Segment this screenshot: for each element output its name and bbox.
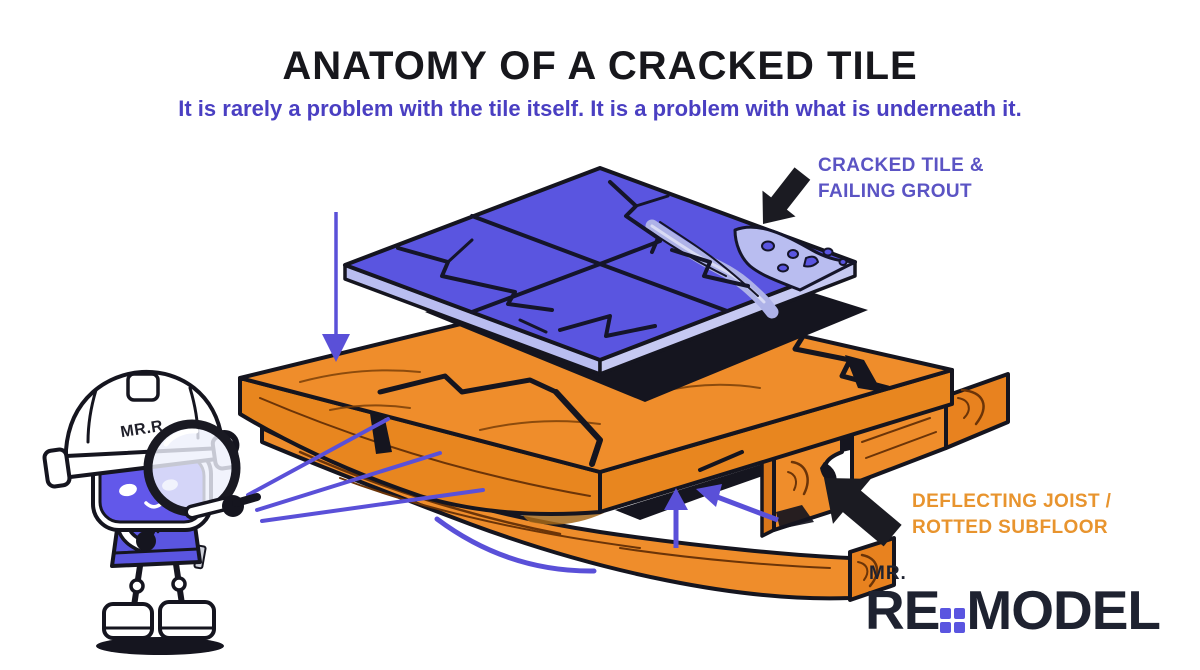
up-arrow-icon [664, 488, 688, 548]
down-arrow-icon [322, 212, 350, 362]
brand-logo: MR. RE MODEL [865, 563, 1161, 641]
window-grid-icon [939, 585, 966, 635]
ground-shadow [96, 637, 224, 655]
deflection-arc [434, 516, 597, 574]
joist-end-right [850, 372, 1010, 486]
callout-arrow-tile-icon [762, 167, 811, 224]
mascot [42, 369, 261, 655]
callout-cracked-tile-line1: CRACKED TILE & [818, 155, 985, 176]
callout-deflecting-joist-line2: ROTTED SUBFLOOR [912, 517, 1108, 538]
diagonal-arrow-icon [696, 484, 779, 523]
brand-logo-name: RE MODEL [865, 579, 1161, 641]
crumbled-corner [733, 225, 857, 292]
brand-logo-name-left: RE [865, 579, 940, 641]
page-title: ANATOMY OF A CRACKED TILE [282, 44, 918, 88]
tile-layer [343, 166, 857, 376]
pointer-lines [246, 417, 485, 523]
brand-logo-name-right: MODEL [966, 579, 1161, 641]
callout-deflecting-joist-line1: DEFLECTING JOIST / [912, 491, 1112, 512]
callout-arrow-joist-icon [824, 478, 902, 547]
page-subtitle: It is rarely a problem with the tile its… [178, 96, 1022, 121]
brand-logo-prefix: MR. [869, 563, 907, 584]
callout-cracked-tile-line2: FAILING GROUT [818, 181, 973, 202]
callout-deflecting-joist: DEFLECTING JOIST / ROTTED SUBFLOOR [912, 489, 1111, 541]
callout-cracked-tile: CRACKED TILE & FAILING GROUT [818, 153, 984, 205]
